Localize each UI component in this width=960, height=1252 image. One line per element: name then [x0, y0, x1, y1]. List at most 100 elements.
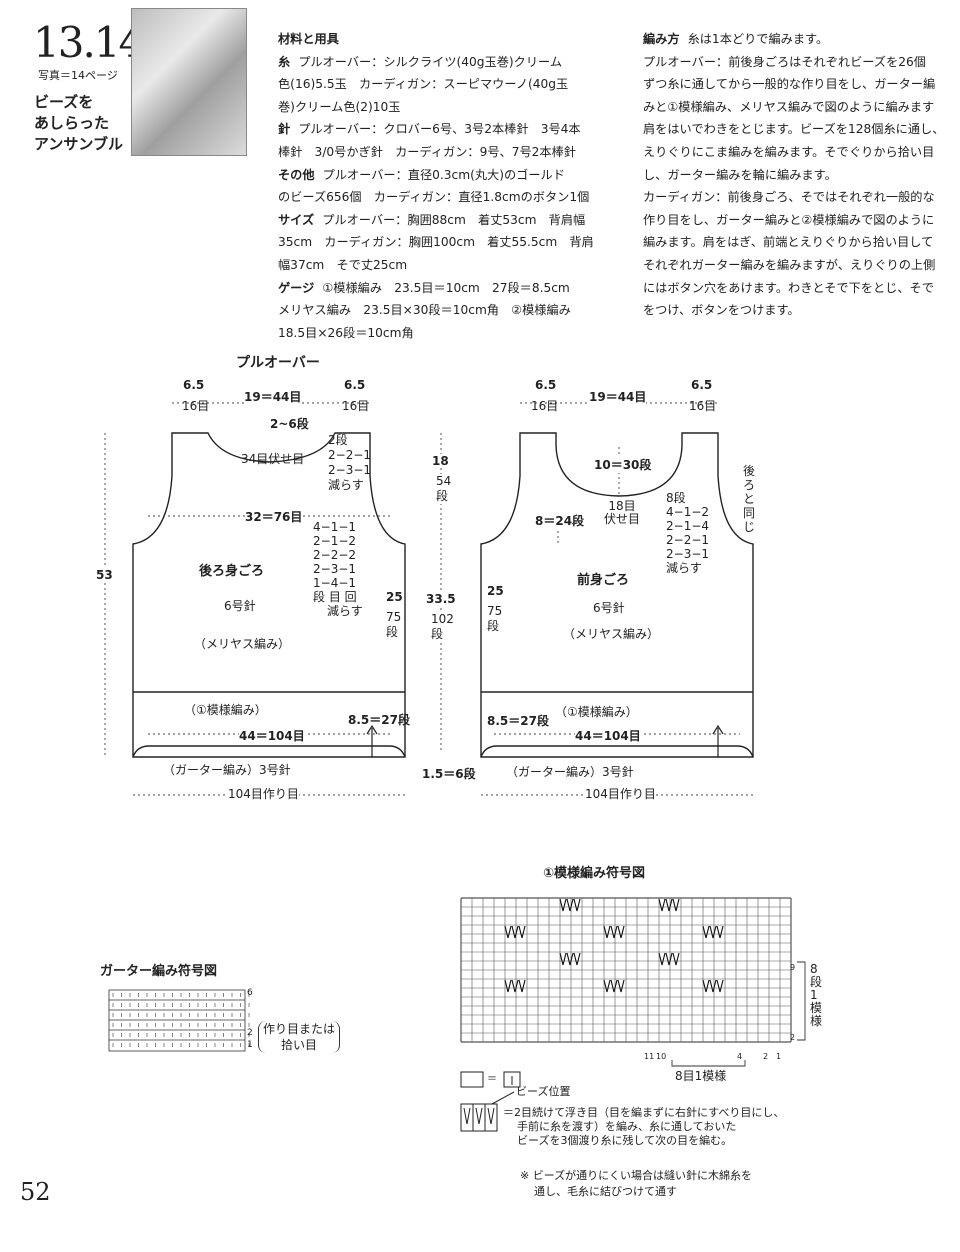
bead-stitch-description: ＝2目続けて浮き目（目を編まずに右針にすべり目にし、 手前に糸を渡す）を編み、糸… — [503, 1106, 785, 1147]
materials-line: 針プルオーバー：クロバー6号、3号2本棒針 3号4本 — [278, 118, 623, 141]
method-line: にはボタン穴をあけます。わきとそで下をとじ、そで — [643, 277, 960, 300]
back-shoulder-left-cm: 6.5 — [183, 378, 205, 392]
garter-height: 1.5＝6段 — [422, 767, 476, 781]
col-num: 4 — [737, 1052, 743, 1061]
method-line: 肩をはいでわきをとじます。ビーズを128個糸に通し、 — [643, 118, 960, 141]
method-text: にはボタン穴をあけます。わきとそで下をとじ、そで — [643, 280, 934, 295]
materials-key: その他 — [278, 167, 315, 182]
materials-section: 材料と用具 糸プルオーバー：シルクライツ(40g玉巻)クリーム色(16)5.5玉… — [278, 28, 623, 344]
bead-position-label: ビーズ位置 — [516, 1085, 571, 1098]
bead-symbols — [504, 898, 724, 993]
method-text: し、ガーター編みを輪に編みます。 — [643, 167, 837, 182]
body-height-cm: 33.5 — [426, 592, 456, 606]
materials-line: メリヤス編み 23.5目×30段＝10cm角 ②模様編み — [278, 299, 623, 322]
materials-line: 幅37cm そで丈25cm — [278, 254, 623, 277]
materials-text: メリヤス編み 23.5目×30段＝10cm角 ②模様編み — [278, 303, 571, 318]
materials-line: のビーズ656個 カーディガン：直径1.8cmのボタン1個 — [278, 186, 623, 209]
materials-text: プルオーバー：クロバー6号、3号2本棒針 3号4本 — [298, 122, 581, 137]
legend-eq: ＝ — [487, 1074, 497, 1085]
method-line: ずつ糸に通してから一般的な作り目をし、ガーター編 — [643, 73, 960, 96]
method-line: プルオーバー：前後身ごろはそれぞれビーズを26個 — [643, 51, 960, 74]
garter-row-num: 2 — [247, 1028, 253, 1038]
tagline: ビーズを あしらった アンサンブル — [34, 92, 123, 155]
materials-text: 35cm カーディガン：胸囲100cm 着丈55.5cm 背肩 — [278, 235, 594, 250]
bead-symbol — [504, 925, 526, 939]
front-stitch: （メリヤス編み） — [563, 627, 660, 641]
row-num: 9 — [790, 963, 796, 972]
front-cast-on: 104目作り目 — [585, 787, 656, 801]
pattern-chart-grid — [460, 897, 792, 1043]
method-text: 肩をはいでわきをとじます。ビーズを128個糸に通し、 — [643, 122, 945, 137]
materials-line: 35cm カーディガン：胸囲100cm 着丈55.5cm 背肩 — [278, 231, 623, 254]
materials-text: 巻)クリーム色(2)10玉 — [278, 99, 401, 114]
back-bind-off: 34目伏せ目 — [241, 452, 305, 466]
bead-symbol — [559, 952, 581, 966]
materials-line: その他プルオーバー：直径0.3cm(丸大)のゴールド — [278, 164, 623, 187]
method-line: カーディガン：前後身ごろ、そではそれぞれ一般的な — [643, 186, 960, 209]
materials-text: プルオーバー：胸囲88cm 着丈53cm 背肩幅 — [322, 212, 586, 227]
garter-chart-grid — [108, 989, 246, 1052]
col-num: 10 — [656, 1052, 667, 1061]
materials-line: 18.5目×26段＝10cm角 — [278, 322, 623, 345]
method-text: みと①模様編み、メリヤス編みで図のように編みます — [643, 99, 935, 114]
front-neck-bind-off: 18目伏せ目 — [604, 499, 641, 526]
front-body-outline — [480, 432, 754, 758]
back-garter-label: （ガーター編み）3号針 — [163, 763, 291, 777]
materials-key: 糸 — [278, 54, 291, 69]
back-shoulder-right-cm: 6.5 — [344, 378, 366, 392]
materials-line: 糸プルオーバー：シルクライツ(40g玉巻)クリーム — [278, 51, 623, 74]
method-line: し、ガーター編みを輪に編みます。 — [643, 164, 960, 187]
materials-text: のビーズ656個 カーディガン：直径1.8cmのボタン1個 — [278, 190, 590, 205]
bead-symbol — [603, 925, 625, 939]
bead-symbol — [504, 979, 526, 993]
page-number: 52 — [20, 1178, 51, 1206]
garter-chart-title: ガーター編み符号図 — [100, 964, 218, 979]
materials-text: プルオーバー：直径0.3cm(丸大)のゴールド — [322, 167, 565, 182]
back-pattern-label: （①模様編み） — [184, 703, 267, 717]
back-chest-width: 32＝76目 — [245, 508, 303, 525]
photo-reference: 写真＝14ページ — [38, 69, 118, 82]
front-pattern-label: （①模様編み） — [555, 705, 638, 719]
materials-heading: 材料と用具 — [278, 32, 339, 46]
back-armhole-cm: 25 — [386, 590, 403, 604]
materials-line: 色(16)5.5玉 カーディガン：スーピマウーノ(40g玉 — [278, 73, 623, 96]
garter-row-num: 6 — [247, 988, 253, 998]
same-as-back-note: 後ろ と同 じ — [743, 464, 756, 534]
materials-text: 幅37cm そで丈25cm — [278, 257, 408, 272]
pattern-number: 13.14 — [33, 18, 145, 67]
bead-symbol — [658, 952, 680, 966]
bead-symbol — [702, 979, 724, 993]
materials-text: 18.5目×26段＝10cm角 — [278, 325, 414, 340]
back-neck-width: 19＝44目 — [244, 388, 302, 405]
method-text: えりぐりにこま編みを編みます。そでぐりから拾い目 — [643, 144, 935, 159]
legend-blank-box — [460, 1071, 484, 1088]
materials-text: 棒針 3/0号かぎ針 カーディガン：9号、7号2本棒針 — [278, 144, 576, 159]
front-garter-label: （ガーター編み）3号針 — [506, 765, 634, 779]
back-cast-on: 104目作り目 — [228, 787, 299, 801]
pullover-title: プルオーバー — [236, 355, 320, 371]
back-neck-rows: 2~6段 — [270, 417, 309, 431]
method-text: プルオーバー：前後身ごろはそれぞれビーズを26個 — [643, 54, 926, 69]
method-text: 糸は1本どりで編みます。 — [687, 32, 829, 46]
tagline-line: アンサンブル — [34, 135, 123, 153]
front-needle: 6号針 — [593, 601, 625, 615]
front-body-name: 前身ごろ — [577, 573, 630, 588]
bead-symbol — [603, 979, 625, 993]
front-armhole-cm: 25 — [487, 584, 504, 598]
front-shoulder-right-st: 16目 — [689, 399, 717, 413]
method-line: みと①模様編み、メリヤス編みで図のように編みます — [643, 96, 960, 119]
legend-bead-box — [460, 1103, 498, 1132]
bead-symbol — [658, 898, 680, 912]
back-body-outline — [132, 432, 406, 758]
garter-row-num: 1 — [247, 1040, 253, 1050]
back-bottom-width: 44＝104目 — [239, 727, 305, 744]
materials-key: 針 — [278, 122, 291, 137]
method-text: ずつ糸に通してから一般的な作り目をし、ガーター編 — [643, 77, 936, 92]
